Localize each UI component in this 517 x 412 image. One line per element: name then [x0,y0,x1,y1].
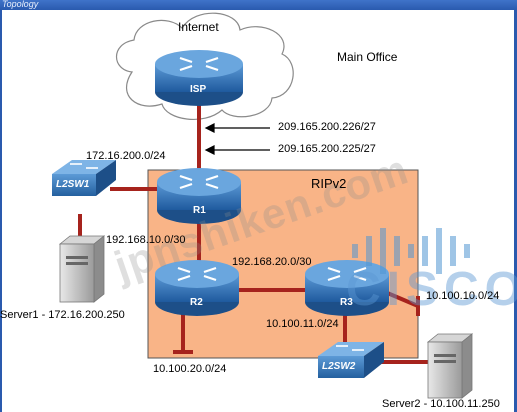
main-office-label: Main Office [337,50,398,64]
r2-lan-network-label: 10.100.20.0/24 [153,363,227,375]
l2sw2-switch-icon [318,342,384,378]
window-titlebar: Topology [0,0,517,10]
r1-router-label: R1 [193,205,206,216]
window-frame-left [0,10,2,412]
r1-router-icon [157,168,241,224]
ripv2-label: RIPv2 [311,176,347,191]
link-r3-lan [384,290,419,308]
ip-isp-side-label: 209.165.200.226/27 [278,121,376,133]
server1-icon [58,235,106,303]
window-title: Topology [2,0,39,9]
ip-r1-side-label: 209.165.200.225/27 [278,143,376,155]
isp-router-label: ISP [190,84,207,95]
cisco-watermark-text: CISCO [346,263,517,316]
server1-label: Server1 - 172.16.200.250 [0,309,125,321]
lan1-network-label: 172.16.200.0/24 [86,150,166,162]
r3-router-label: R3 [340,297,353,308]
r2-router-icon [155,260,239,316]
internet-label: Internet [178,20,219,34]
server2-icon [426,333,474,399]
ip-arrows [204,123,270,155]
cisco-logo-watermark-icon [352,228,470,274]
r2-r3-network-label: 192.168.20.0/30 [232,256,312,268]
r2-router-label: R2 [190,297,203,308]
l2sw1-switch-icon [52,160,116,196]
r3-router-icon [305,260,389,316]
server2-label: Server2 - 10.100.11.250 [382,398,500,410]
r3-lan2-network-label: 10.100.11.0/24 [266,318,339,330]
r3-lan-network-label: 10.100.10.0/24 [426,290,500,302]
isp-router-icon [155,50,243,106]
l2sw1-label: L2SW1 [56,179,90,190]
r1-r2-network-label: 192.168.10.0/30 [106,234,186,246]
l2sw2-label: L2SW2 [322,361,356,372]
window-frame-right [514,10,517,412]
